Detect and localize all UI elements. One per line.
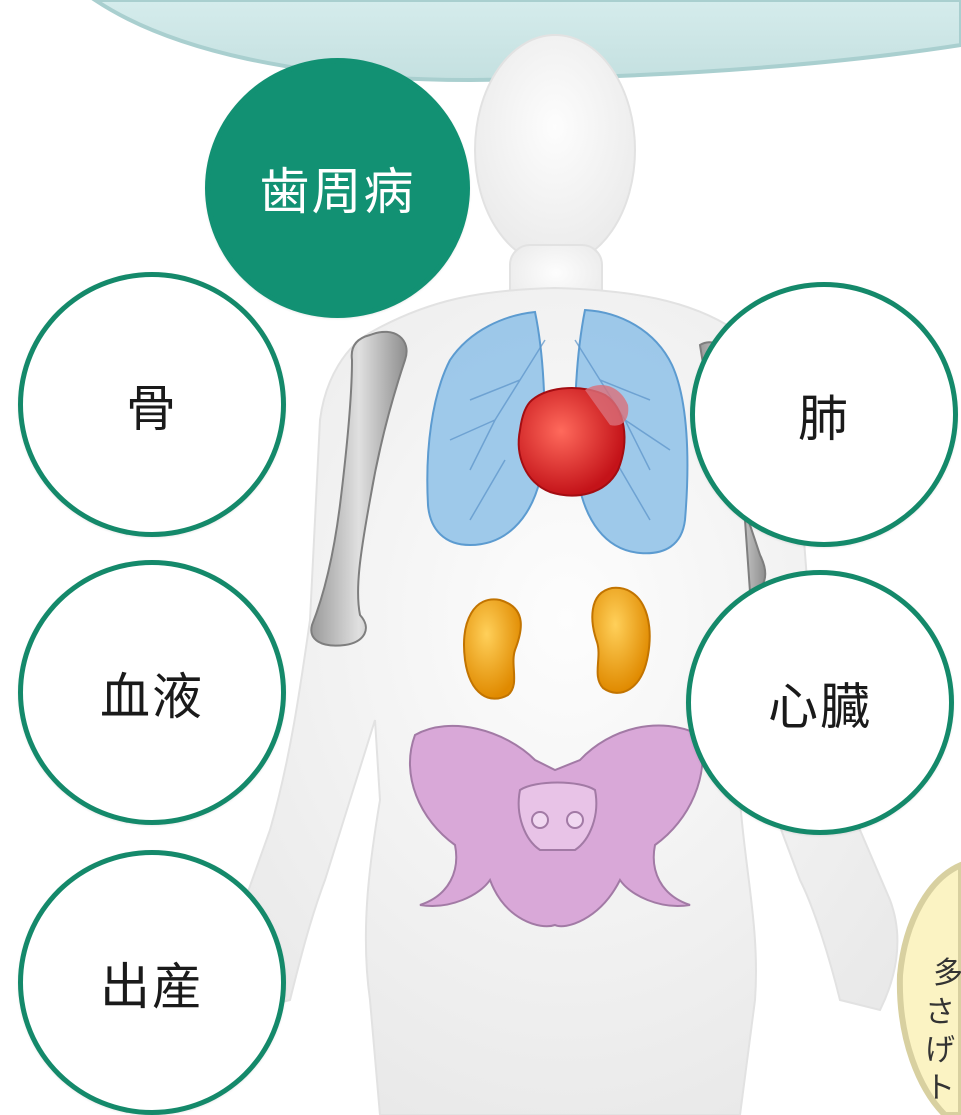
lung-label: 肺	[798, 379, 850, 451]
callout-text-3: げ	[925, 1035, 955, 1067]
childbirth-label: 出産	[100, 947, 204, 1019]
blood-node[interactable]: 血液	[18, 560, 286, 825]
lung-node[interactable]: 肺	[690, 282, 958, 547]
callout-text-4: ト	[925, 1073, 955, 1105]
periodontal-disease-node[interactable]: 歯周病	[205, 58, 470, 318]
heart-node[interactable]: 心臓	[686, 570, 954, 835]
blood-label: 血液	[100, 657, 204, 729]
callout-text-1: 多	[933, 958, 961, 990]
callout-text-2: さ	[925, 997, 955, 1029]
periodontal-disease-label: 歯周病	[260, 152, 416, 224]
childbirth-node[interactable]: 出産	[18, 850, 286, 1115]
heart-organ-icon	[519, 385, 629, 496]
heart-label: 心臓	[768, 667, 872, 739]
bone-node[interactable]: 骨	[18, 272, 286, 537]
bone-label: 骨	[126, 369, 178, 441]
